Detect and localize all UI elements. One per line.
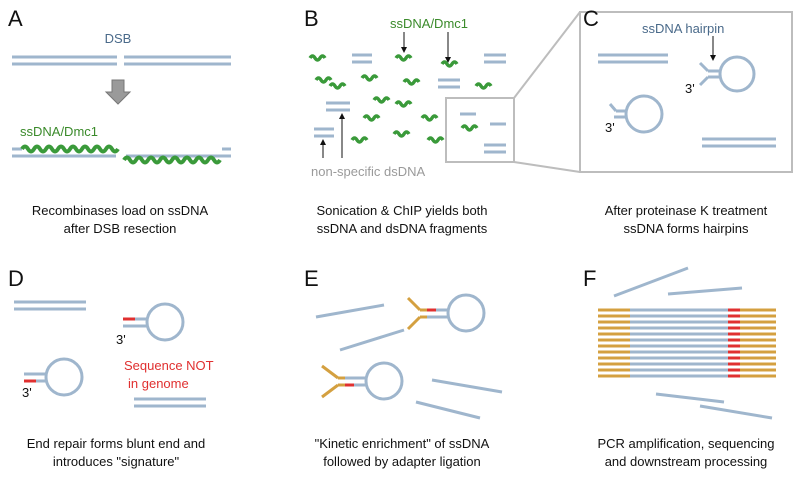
caption-c-line1: After proteinase K treatment xyxy=(605,203,768,218)
caption-e-line2: followed by adapter ligation xyxy=(323,454,481,469)
panel-letter-e: E xyxy=(304,266,319,291)
signature-label-line1: Sequence NOT xyxy=(124,358,214,373)
three-prime-label-d2: 3' xyxy=(22,385,32,400)
hairpin-c-right xyxy=(698,55,756,93)
panel-f: F PCR amplification, sequencing and down… xyxy=(583,266,776,469)
dmc1-filament-left xyxy=(20,144,120,154)
panel-letter-b: B xyxy=(304,6,319,31)
ssdna-lines-e xyxy=(315,303,503,420)
dsb-label: DSB xyxy=(105,31,132,46)
hairpin-c-left xyxy=(608,94,664,134)
caption-d-line2: introduces "signature" xyxy=(53,454,180,469)
caption-e-line1: "Kinetic enrichment" of ssDNA xyxy=(315,436,490,451)
three-prime-label-c1: 3' xyxy=(685,81,695,96)
zoom-panel-frame xyxy=(579,11,793,173)
hairpin-label: ssDNA hairpin xyxy=(642,21,724,36)
dmc1-filament-right xyxy=(122,155,222,165)
hairpin-d-left xyxy=(24,357,84,397)
caption-d-line1: End repair forms blunt end and xyxy=(27,436,206,451)
panel-letter-c: C xyxy=(583,6,599,31)
hairpin-d-right xyxy=(123,302,185,342)
panel-c: C ssDNA hairpin 3' 3' After proteinase K… xyxy=(579,6,793,236)
caption-c-line2: ssDNA forms hairpins xyxy=(624,221,749,236)
caption-f-line2: and downstream processing xyxy=(605,454,768,469)
zoom-box xyxy=(445,97,515,163)
hairpin-e-bottom xyxy=(321,361,404,401)
intact-dsdna xyxy=(12,55,231,66)
dmc1-fragments xyxy=(308,54,493,144)
panel-e: E "Kinetic e xyxy=(304,266,503,469)
hairpin-e-top xyxy=(406,293,486,333)
panel-letter-f: F xyxy=(583,266,596,291)
dsdna-label: non-specific dsDNA xyxy=(311,164,425,179)
caption-a-line2: after DSB resection xyxy=(64,221,177,236)
ssdna-lines-f xyxy=(613,266,773,420)
dsdna-c-bottom xyxy=(702,137,776,148)
caption-a-line1: Recombinases load on ssDNA xyxy=(32,203,209,218)
down-arrow-icon xyxy=(104,79,132,105)
dsdna-c-top xyxy=(598,53,668,64)
resected-dna xyxy=(12,147,231,158)
zoom-line-top xyxy=(513,11,581,99)
panel-d: D 3' 3' Sequence NOT in genome End repai… xyxy=(8,266,214,469)
caption-f-line1: PCR amplification, sequencing xyxy=(597,436,774,451)
three-prime-label-c2: 3' xyxy=(605,120,615,135)
dsdna-fragments xyxy=(314,53,506,154)
caption-b-line1: Sonication & ChIP yields both xyxy=(316,203,487,218)
protein-label-b: ssDNA/Dmc1 xyxy=(390,16,468,31)
panel-letter-d: D xyxy=(8,266,24,291)
panel-b: B ssDNA/Dmc1 xyxy=(304,6,581,236)
protein-label-a: ssDNA/Dmc1 xyxy=(20,124,98,139)
caption-b-line2: ssDNA and dsDNA fragments xyxy=(317,221,488,236)
three-prime-label-d1: 3' xyxy=(116,332,126,347)
amplicon-stack xyxy=(598,308,776,378)
panel-letter-a: A xyxy=(8,6,23,31)
panel-a: A DSB ssDNA/Dmc1 Recombinases load on ss… xyxy=(8,6,231,236)
zoom-line-bottom xyxy=(513,161,581,173)
dsdna-d-top xyxy=(14,300,86,311)
ssdna-fragments xyxy=(460,112,506,126)
signature-label-line2: in genome xyxy=(128,376,189,391)
dsdna-d-bottom xyxy=(134,397,206,408)
